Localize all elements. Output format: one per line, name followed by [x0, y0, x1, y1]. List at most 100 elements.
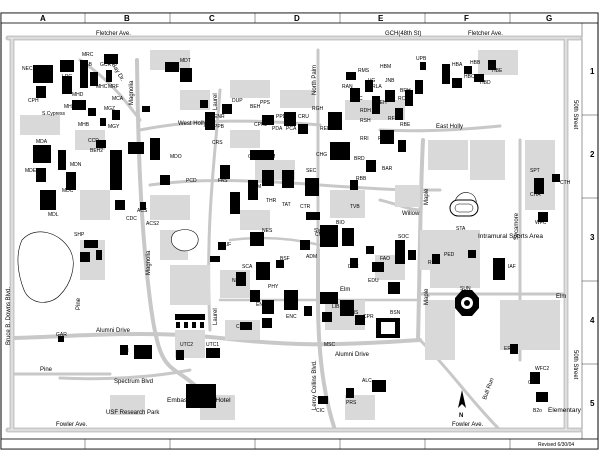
bldg-label-79: CIC: [316, 408, 325, 414]
bldg-label-111: WFC2: [535, 366, 549, 372]
label-school-b2o: B2o: [533, 408, 542, 414]
label-spectrum: Spectrum Blvd: [114, 379, 153, 385]
bldg-label-107: SPT: [530, 168, 540, 174]
label-intramural: Intramural Sports Area: [478, 233, 543, 240]
bldg-label-65: THR: [266, 198, 277, 204]
bldg-label-19: BRH: [400, 88, 411, 94]
bldg-label-50: ADM: [306, 254, 317, 260]
grid-col-f: F: [464, 14, 469, 23]
bldg-label-63: CAM: [250, 184, 261, 190]
road-centerlines: [8, 37, 580, 431]
bldg-label-84: ADC: [352, 96, 363, 102]
bldg-label-54: LIF: [224, 242, 231, 248]
grid-row-3: 3: [590, 233, 595, 242]
bldg-label-48: EDU: [368, 278, 379, 284]
bldg-label-69: CHG: [316, 152, 327, 158]
stadium-field: [376, 318, 400, 338]
bldg-label-17: HBM: [380, 64, 391, 70]
label-laurel-top: Laurel: [213, 93, 219, 110]
bldg-label-67: SEC: [306, 168, 317, 174]
grid-col-b: B: [124, 14, 130, 23]
bldg-label-7: MCA: [112, 96, 124, 102]
bldg-label-4: S.Cypress: [42, 111, 66, 117]
grid-row-labels: 1 2 3 4 5: [590, 67, 595, 408]
bldg-label-36: UTC2: [180, 342, 193, 348]
grid-header-bar: [0, 12, 599, 24]
svg-text:N: N: [459, 413, 463, 419]
bldg-label-41: LIB: [332, 304, 340, 310]
grid-row-1: 1: [590, 67, 595, 76]
label-50th-top: 50th Street: [572, 100, 578, 130]
bldg-label-105: STA: [456, 226, 466, 232]
label-elementary: Elementary: [548, 407, 582, 414]
bldg-label-53: ISA: [212, 256, 221, 262]
grid-col-a: A: [40, 14, 46, 23]
bldg-label-14: BEH: [250, 104, 261, 110]
bldg-label-118: PCA: [286, 126, 297, 132]
label-elm-right: Elm: [556, 294, 566, 300]
label-fletcher-right: Fletcher Ave.: [468, 31, 503, 37]
bldg-label-88: RFC: [388, 116, 399, 122]
area-labels: Intramural Sports Area Embassy Suites Ho…: [167, 233, 582, 414]
bldg-label-58: SCA: [242, 264, 253, 270]
bldg-label-31: CDC: [126, 216, 137, 222]
bldg-label-96: HBB: [470, 60, 481, 66]
grid-column-labels: A B C D E F G: [40, 14, 552, 23]
bldg-label-82: RMS: [358, 68, 370, 74]
bldg-label-83: RLA: [372, 84, 382, 90]
track-oval: [449, 199, 479, 217]
bldg-label-90: RBE: [400, 122, 411, 128]
bldg-label-34: PCD: [186, 178, 197, 184]
label-leroy-collins: Leroy Collins Blvd.: [312, 360, 318, 410]
grid-col-d: D: [294, 14, 300, 23]
bldg-label-99: HBE: [492, 68, 503, 74]
bldg-label-109: ERC: [504, 346, 515, 352]
label-east-holly: East Holly: [436, 124, 463, 130]
bldg-label-40: CUT: [236, 324, 246, 330]
bldg-label-75: CPT: [248, 154, 258, 160]
bldg-label-52: SVC: [314, 228, 325, 234]
bldg-label-121: ACS2: [146, 221, 159, 227]
label-pine-vertical: Pine: [76, 297, 82, 310]
bldg-label-108: CTH: [560, 180, 571, 186]
bldg-label-86: RDH: [360, 108, 371, 114]
bldg-label-51: CMC: [315, 232, 327, 238]
grid-col-e: E: [378, 14, 384, 23]
bldg-label-26: CCD: [88, 138, 99, 144]
bldg-label-78: PRS: [346, 400, 357, 406]
label-bruce-b-downs: Bruce B. Downs Blvd.: [6, 287, 12, 345]
bldg-label-37: UTC1: [206, 342, 219, 348]
bldg-label-10: MDT: [180, 58, 191, 64]
bldg-label-113: ENR: [214, 114, 225, 120]
bldg-label-103: REC: [428, 260, 439, 266]
bldg-label-81: RAN: [342, 84, 353, 90]
bldg-label-25: MDE: [25, 168, 37, 174]
label-magnolia-bottom: Magnolia: [146, 250, 152, 275]
label-bull-run: Bull Run: [482, 377, 495, 400]
bldg-label-106: CHA: [530, 192, 541, 198]
bldg-label-9: MGY: [108, 124, 120, 130]
grid-col-g: G: [546, 14, 552, 23]
bldg-label-0: NEC: [22, 66, 33, 72]
bldg-label-13: MRF: [108, 84, 119, 90]
building-labels: NEC MRC LRC CPH S.Cypress MHA MGZ MCA MH…: [22, 52, 571, 414]
grid-row-4: 4: [590, 316, 595, 325]
grid-row-2: 2: [590, 150, 595, 159]
bldg-label-22: MDA: [36, 139, 48, 145]
label-magnolia-top: Magnolia: [129, 80, 135, 105]
street-labels: Fletcher Ave. Fletcher Ave. GCH(48th St)…: [6, 31, 578, 428]
bldg-label-91: REP: [320, 126, 331, 132]
bldg-label-21: MHD: [72, 92, 84, 98]
bldg-label-55: PHY: [268, 284, 279, 290]
bldg-label-64: FAD: [262, 174, 272, 180]
label-gch: GCH(48th St): [385, 31, 421, 37]
label-maple-top: Maple: [424, 188, 430, 205]
label-laurel-bottom: Laurel: [213, 308, 219, 325]
bldg-label-47: DAC: [348, 264, 359, 270]
bldg-label-1: MRC: [82, 52, 94, 58]
bldg-label-33: GAR: [56, 332, 67, 338]
bldg-label-123: BIO: [336, 220, 345, 226]
bldg-label-120: BEH2: [90, 148, 103, 154]
bldg-label-104: IAF: [508, 264, 516, 270]
